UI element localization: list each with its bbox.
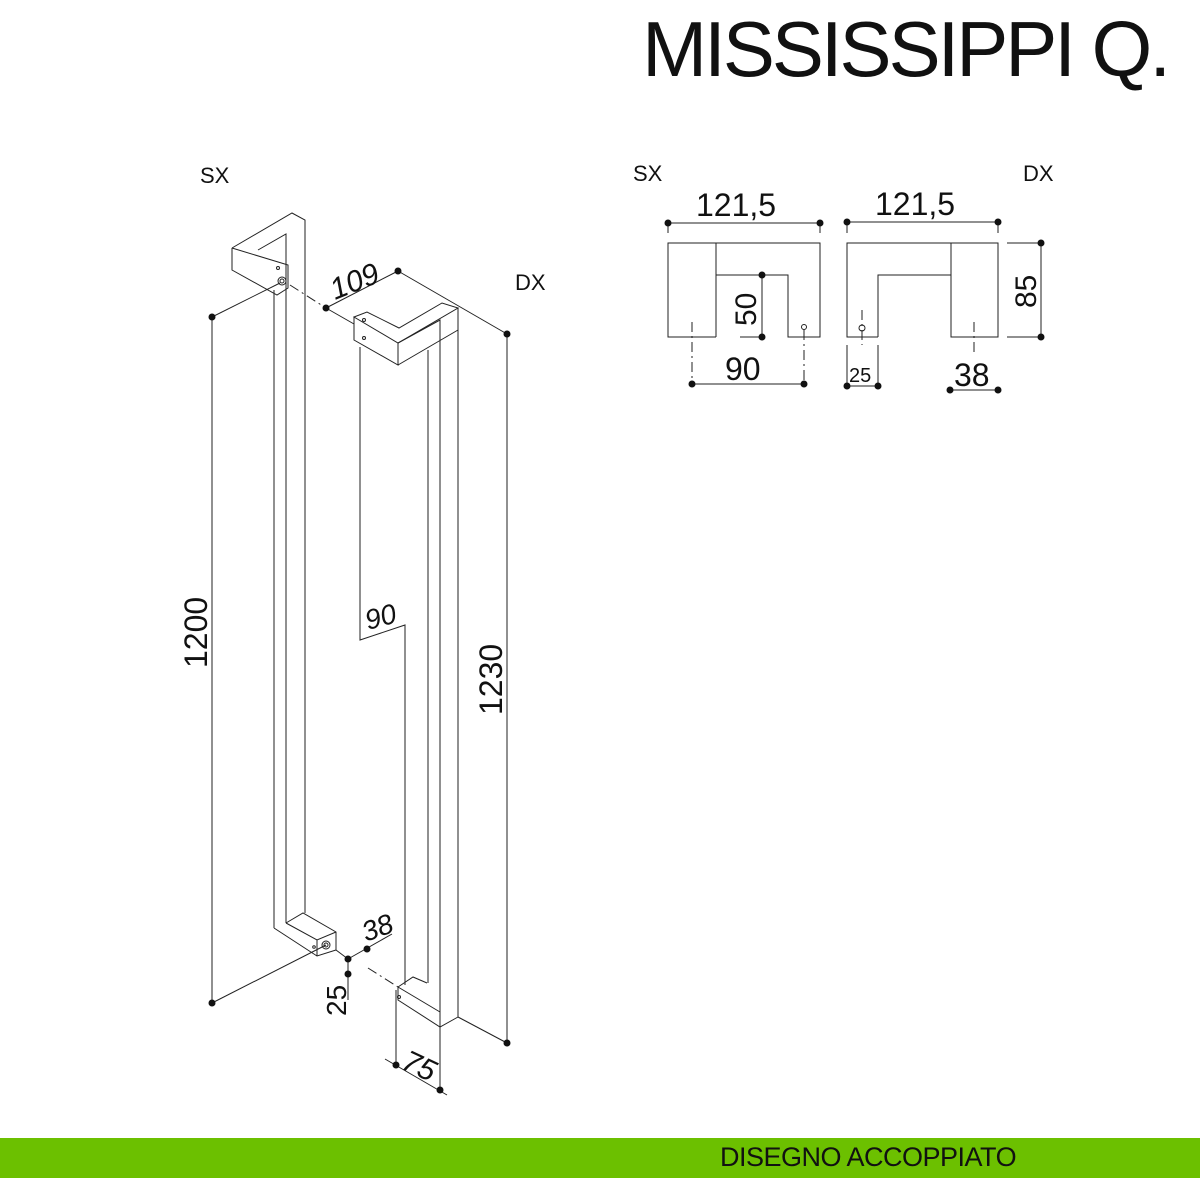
dx-profile: DX 121,5 85 25 38 (843, 161, 1054, 394)
dim-121-5-dx: 121,5 (875, 186, 955, 222)
product-title: MISSISSIPPI Q. (642, 5, 1171, 93)
dim-38-profile: 38 (954, 357, 990, 393)
hole-icon (858, 324, 866, 332)
dim-90-profile: 90 (725, 351, 761, 387)
dim-25: 25 (321, 985, 352, 1016)
dim-75: 75 (397, 1044, 441, 1088)
dim-1230: 1230 (473, 644, 509, 715)
dx-handle (352, 302, 460, 1028)
footer-band (0, 1138, 1200, 1178)
dim-109: 109 (325, 257, 384, 306)
dim-85: 85 (1010, 275, 1043, 308)
label-dx: DX (515, 270, 546, 295)
sx-handle (231, 212, 337, 957)
label-sx: SX (200, 163, 230, 188)
dim-38: 38 (357, 908, 397, 948)
dim-121-5-sx: 121,5 (696, 187, 776, 223)
iso-labels: SX DX 1200 1230 109 90 38 25 75 (178, 163, 546, 1089)
dim-1200: 1200 (178, 597, 214, 668)
footer-label: DISEGNO ACCOPPIATO (720, 1142, 1017, 1172)
dim-25-profile: 25 (849, 365, 871, 387)
hole-icon (801, 324, 807, 330)
profile-dx-label: DX (1023, 161, 1054, 186)
sx-profile: SX 121,5 50 90 (633, 161, 824, 388)
iso-dimensions (208, 267, 511, 1096)
profile-sx-label: SX (633, 161, 663, 186)
dim-50: 50 (730, 293, 763, 326)
dim-90: 90 (362, 598, 401, 636)
